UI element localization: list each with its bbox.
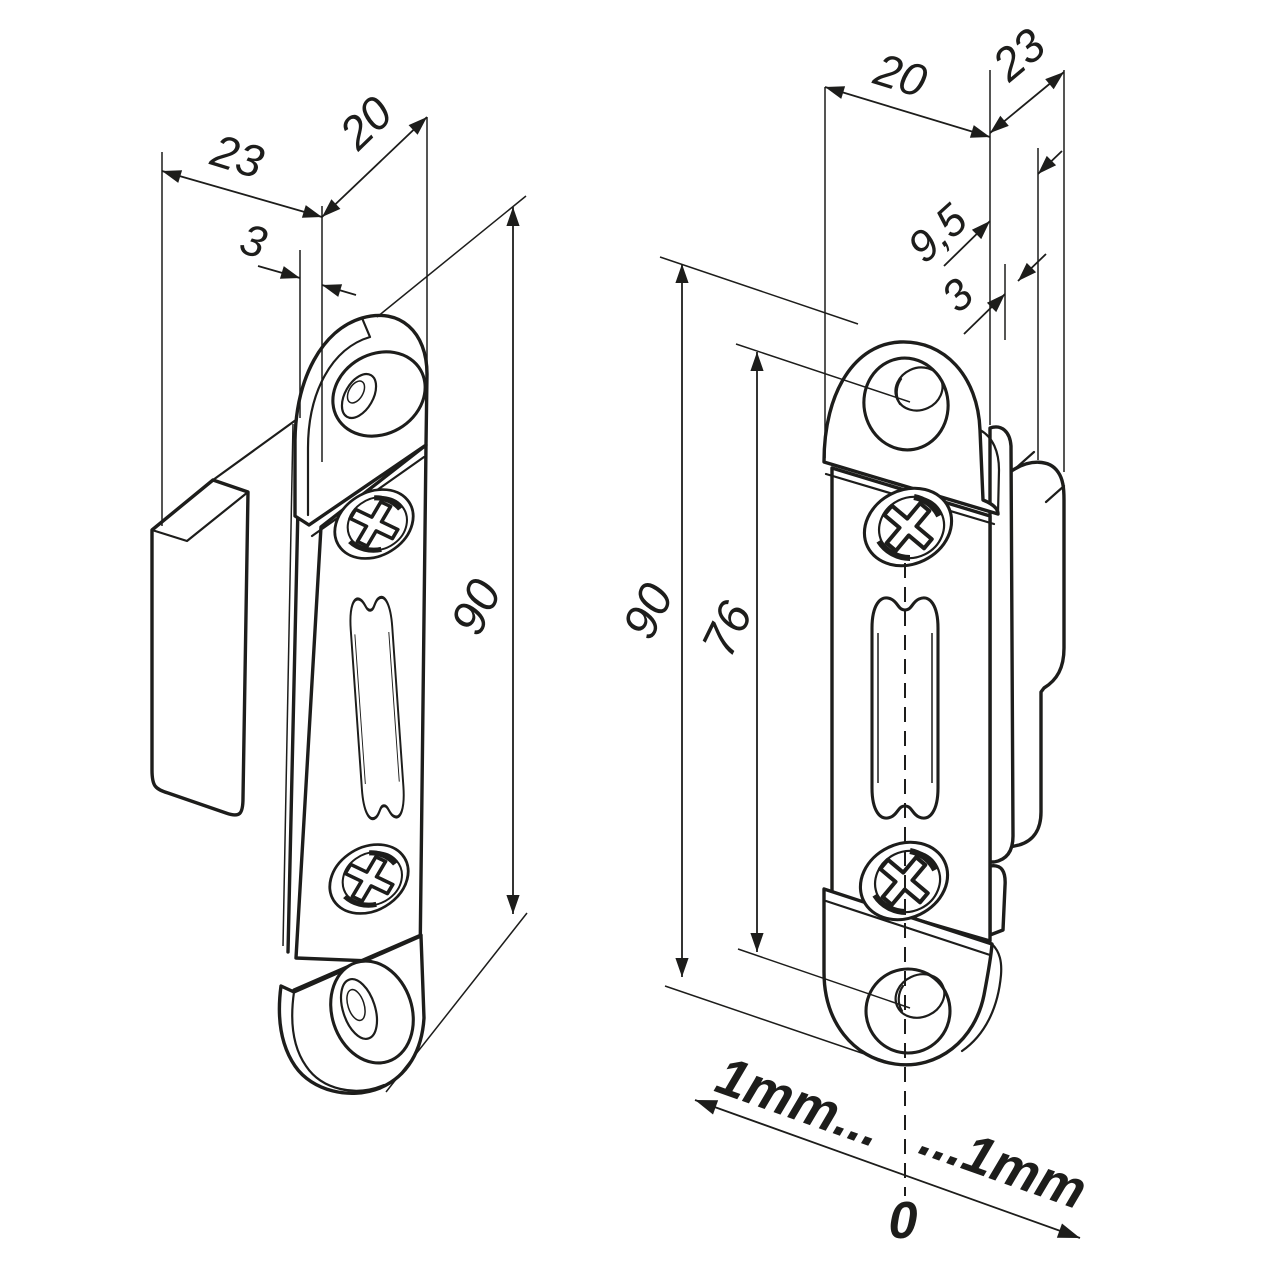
adjustment-label-right: ...1mm	[913, 1107, 1094, 1221]
adjustment-range: 1mm... ...1mm 0	[692, 1045, 1094, 1250]
dim-label-left-3: 3	[234, 215, 272, 269]
housing-behind-plate	[988, 425, 1066, 937]
extension-lines	[161, 70, 1065, 1093]
top-ear	[293, 313, 429, 538]
dim-label-right-90: 90	[613, 575, 684, 646]
dim-label-right-20: 20	[868, 42, 933, 107]
dim-label-right-23: 23	[982, 18, 1056, 92]
bottom-ear-hole-outer	[864, 967, 952, 1055]
keeper-housing-box	[150, 415, 302, 817]
bottom-ear-hole-crescent	[897, 984, 905, 1013]
plate-back-edge-inner	[282, 423, 294, 947]
dimension-left-3: 3	[234, 215, 357, 297]
right-view	[822, 340, 1066, 1196]
top-ear	[822, 340, 1001, 526]
dim-label-right-76: 76	[692, 593, 763, 664]
top-ear-hole-outer	[331, 350, 427, 438]
dimension-right-3: 3	[932, 253, 1047, 335]
top-ear-hole-bore	[346, 380, 366, 404]
top-ear-hole-inner	[340, 372, 378, 420]
dimension-left-23: 23	[160, 123, 324, 224]
top-ear-hole-outer	[862, 356, 950, 452]
dim-label-right-9-5: 9,5	[899, 195, 978, 273]
dim-label-left-90: 90	[441, 571, 512, 642]
top-ear-hole-crescent	[895, 377, 903, 406]
dimension-left-90: 90	[441, 207, 520, 914]
adjustment-label-zero: 0	[889, 1192, 918, 1250]
bottom-ear-hole-inner	[894, 973, 946, 1019]
dim-label-left-20: 20	[328, 86, 402, 160]
adjustment-label-left: 1mm...	[709, 1045, 890, 1159]
dimension-right-76: 76	[692, 352, 764, 952]
dim-label-right-3: 3	[932, 269, 983, 322]
bottom-ear	[822, 887, 1003, 1067]
bottom-ear-hole-inner	[339, 978, 379, 1040]
bottom-ear	[277, 934, 426, 1095]
left-view	[150, 313, 441, 1095]
dimension-left-20: 20	[317, 86, 432, 222]
dimension-right-20: 20	[823, 42, 992, 144]
bottom-ear-hole-bore	[346, 988, 366, 1022]
dimension-right-90: 90	[613, 264, 689, 977]
bottom-ear-hole-outer	[329, 959, 415, 1065]
dim-label-left-23: 23	[205, 123, 270, 188]
dimension-right-23: 23	[982, 18, 1069, 139]
